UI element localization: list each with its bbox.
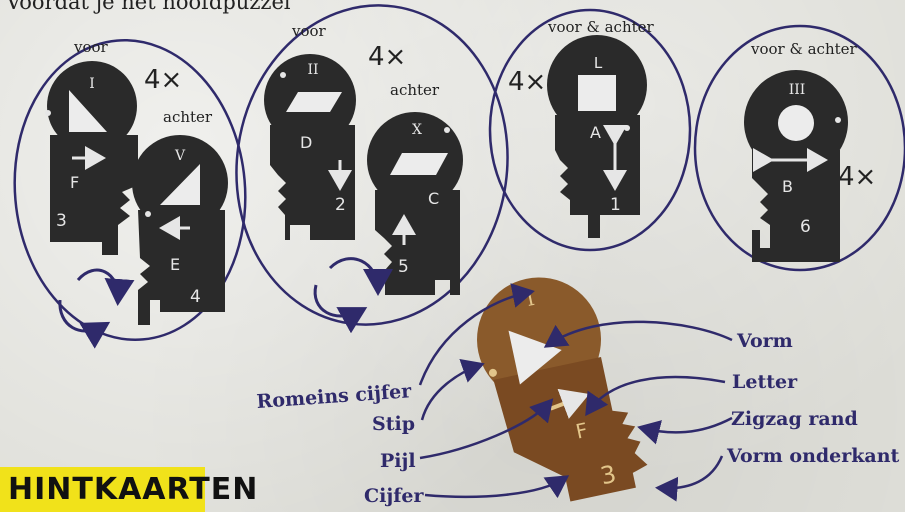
- card-I: I F 3: [45, 61, 138, 255]
- svg-text:B: B: [782, 177, 793, 196]
- label-voor-2: voor: [291, 22, 327, 40]
- svg-text:III: III: [789, 82, 806, 98]
- svg-text:X: X: [412, 122, 422, 138]
- legend-label-vorm-onderkant: Vorm onderkant: [726, 445, 900, 467]
- card-L: L A 1: [547, 35, 647, 238]
- svg-text:E: E: [170, 255, 180, 274]
- svg-text:1: 1: [610, 195, 621, 215]
- label-voor-1: voor: [73, 38, 109, 56]
- svg-text:5: 5: [398, 257, 409, 277]
- legend-label-romeins: Romeins cijfer: [256, 380, 413, 413]
- svg-text:6: 6: [800, 217, 811, 237]
- svg-text:L: L: [594, 54, 603, 72]
- count-4x-4: 4×: [838, 162, 876, 192]
- dot: [624, 125, 630, 131]
- legend-label-letter: Letter: [732, 371, 798, 393]
- svg-text:3: 3: [56, 211, 67, 231]
- legend-card: I F 3: [465, 262, 651, 512]
- square-shape: [578, 75, 616, 111]
- count-4x-1: 4×: [144, 65, 182, 95]
- svg-text:I: I: [89, 76, 95, 92]
- count-4x-3: 4×: [508, 67, 546, 97]
- svg-text:F: F: [70, 173, 79, 192]
- legend-label-pijl: Pijl: [380, 450, 416, 472]
- label-voor-achter-3: voor & achter: [547, 18, 655, 36]
- dot: [45, 110, 51, 116]
- svg-text:V: V: [174, 148, 186, 164]
- dot: [444, 127, 450, 133]
- dot: [280, 72, 286, 78]
- rotate-icon: [315, 259, 378, 316]
- card-V: V E 4: [132, 135, 228, 325]
- label-voor-achter-4: voor & achter: [750, 40, 858, 58]
- card-X: X C 5: [367, 112, 463, 295]
- svg-text:C: C: [428, 189, 439, 208]
- rotate-icon: [60, 270, 118, 331]
- dot: [145, 211, 151, 217]
- count-4x-2: 4×: [368, 42, 406, 72]
- card-II: II D 2: [264, 54, 356, 240]
- legend-label-stip: Stip: [372, 413, 415, 435]
- svg-text:A: A: [590, 123, 601, 142]
- svg-text:D: D: [300, 133, 312, 152]
- hint-cards-badge: HINTKAARTEN: [0, 467, 205, 512]
- svg-text:4: 4: [190, 287, 201, 307]
- legend-label-zigzag: Zigzag rand: [731, 408, 858, 430]
- svg-text:II: II: [307, 62, 318, 78]
- legend-label-cijfer: Cijfer: [364, 485, 424, 507]
- circle-shape: [778, 105, 814, 141]
- dot: [835, 117, 841, 123]
- label-achter-1: achter: [163, 108, 213, 126]
- label-achter-2: achter: [390, 81, 440, 99]
- svg-text:2: 2: [335, 195, 346, 215]
- legend-label-vorm: Vorm: [736, 330, 793, 352]
- card-III: III B 6: [744, 70, 848, 262]
